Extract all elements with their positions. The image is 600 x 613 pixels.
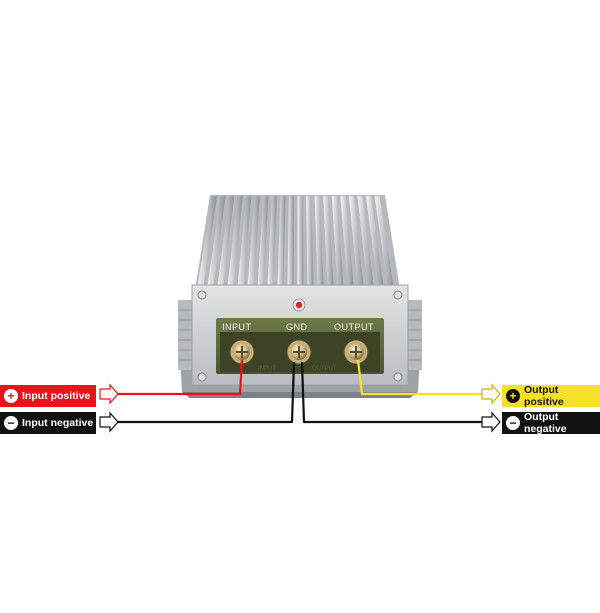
heatsink-fin — [348, 196, 364, 289]
label-output-positive: + Output positive — [502, 384, 600, 408]
plus-icon: + — [506, 389, 520, 403]
heatsink-fin — [365, 196, 384, 289]
heatsink-fin — [277, 196, 286, 289]
label-input-negative-text: Input negative — [22, 417, 94, 429]
label-output-negative: − Output negative — [502, 411, 600, 435]
arrow-output-positive — [481, 383, 501, 405]
label-input-positive: + Input positive — [0, 385, 96, 407]
minus-icon: − — [4, 416, 18, 430]
led-indicator — [292, 298, 306, 312]
plus-icon: + — [4, 389, 18, 403]
arrow-input-negative — [99, 411, 119, 433]
terminal-sublabel-output: OUTPUT — [312, 366, 337, 372]
label-input-positive-text: Input positive — [22, 390, 91, 402]
screw-gnd — [286, 339, 312, 365]
label-input-negative: − Input negative — [0, 412, 96, 434]
heatsink-fin — [217, 196, 235, 289]
terminal-label-output: OUTPUT — [334, 322, 374, 332]
arrow-output-negative — [481, 411, 501, 433]
label-output-negative-text: Output negative — [524, 411, 567, 435]
heatsink-fin — [323, 196, 334, 289]
heatsink-fin — [331, 196, 344, 289]
heatsink-fin — [306, 196, 314, 289]
heatsink-fin — [314, 196, 324, 289]
heatsink-fin — [287, 196, 295, 289]
heatsink-fin — [357, 196, 374, 289]
heatsink-fin — [374, 196, 394, 289]
heatsink-fin — [197, 196, 218, 289]
heatsink-fin — [257, 196, 269, 289]
heatsink-fin — [247, 196, 260, 289]
wire-input-positive — [110, 359, 244, 396]
wire-output-negative — [300, 361, 490, 424]
arrow-input-positive — [99, 383, 119, 405]
minus-icon: − — [506, 416, 520, 430]
heatsink-fin — [207, 196, 226, 289]
heatsink-fin — [340, 196, 354, 289]
terminal-label-gnd: GND — [286, 322, 308, 332]
screw-output — [343, 339, 369, 365]
label-output-positive-text: Output positive — [524, 384, 564, 408]
heatsink-fins — [197, 196, 394, 289]
heatsink-fin — [237, 196, 252, 289]
wire-input-negative — [110, 361, 296, 424]
screw-input — [229, 339, 255, 365]
terminal-sublabel-input: INPUT — [258, 366, 276, 372]
heatsink-fin — [297, 196, 304, 289]
wire-output-positive — [356, 359, 490, 396]
heatsink-fin — [227, 196, 243, 289]
side-fins — [178, 300, 422, 370]
terminal-label-input: INPUT — [222, 322, 252, 332]
heatsink-fin — [267, 196, 277, 289]
